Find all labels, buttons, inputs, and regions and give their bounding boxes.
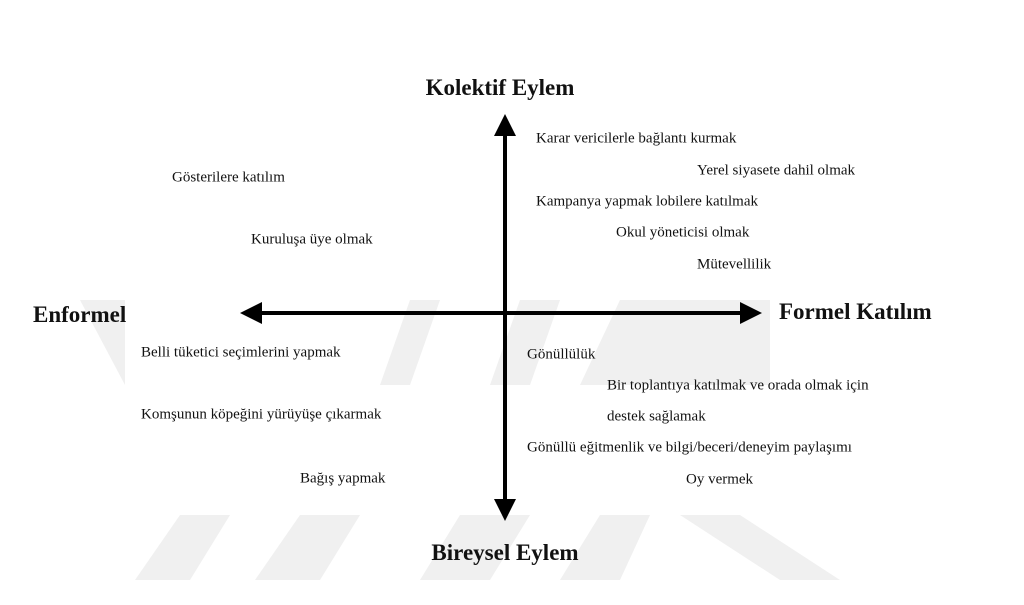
list-item: Bağış yapmak	[300, 470, 386, 487]
axis-label-bottom: Bireysel Eylem	[431, 540, 579, 565]
axis-label-right: Formel Katılım	[779, 299, 932, 324]
list-item: Mütevellilik	[697, 256, 772, 273]
list-item: Gönüllülük	[527, 346, 596, 363]
list-item: Kuruluşa üye olmak	[251, 231, 373, 248]
list-item: Karar vericilerle bağlantı kurmak	[536, 130, 737, 147]
list-item: Kampanya yapmak lobilere katılmak	[536, 193, 759, 210]
list-item: Gönüllü eğitmenlik ve bilgi/beceri/deney…	[527, 439, 852, 456]
list-item: Belli tüketici seçimlerini yapmak	[141, 344, 341, 361]
arrow-down-icon	[494, 499, 516, 521]
arrow-left-icon	[240, 302, 262, 324]
list-item: Gösterilere katılım	[172, 169, 285, 186]
list-item: Komşunun köpeğini yürüyüşe çıkarmak	[141, 406, 382, 423]
list-item: Okul yöneticisi olmak	[616, 224, 750, 241]
list-item: Oy vermek	[686, 471, 754, 488]
arrow-right-icon	[740, 302, 762, 324]
axis-label-top: Kolektif Eylem	[425, 75, 575, 100]
list-item: Yerel siyasete dahil olmak	[697, 162, 856, 179]
list-item: Bir toplantıya katılmak ve orada olmak i…	[607, 377, 869, 394]
list-item: destek sağlamak	[607, 408, 706, 425]
arrow-up-icon	[494, 114, 516, 136]
axis-label-left: Enformel	[33, 302, 127, 327]
